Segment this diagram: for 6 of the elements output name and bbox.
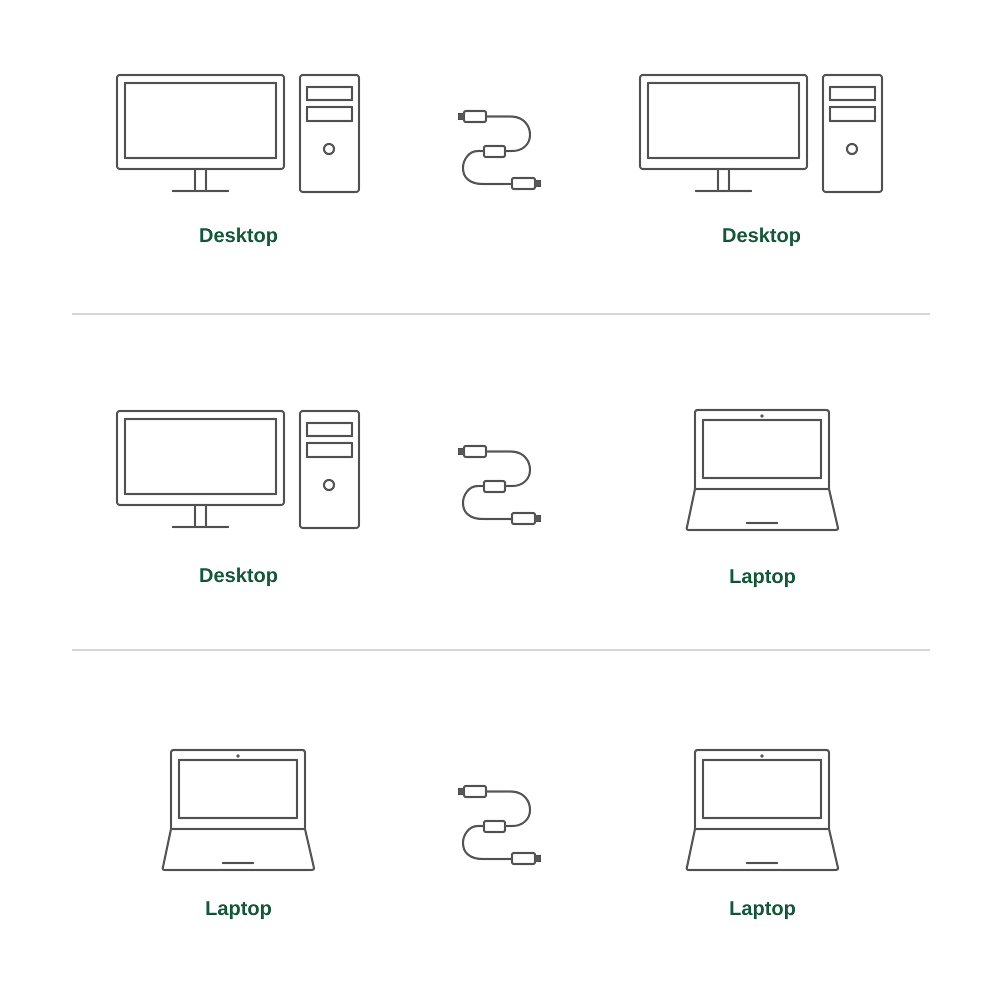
device-label: Laptop [729,897,796,921]
device-label: Desktop [199,564,278,588]
device-label: Laptop [205,897,272,921]
device-label: Laptop [729,565,796,589]
device-label: Desktop [199,224,278,248]
device-label: Desktop [722,224,801,248]
